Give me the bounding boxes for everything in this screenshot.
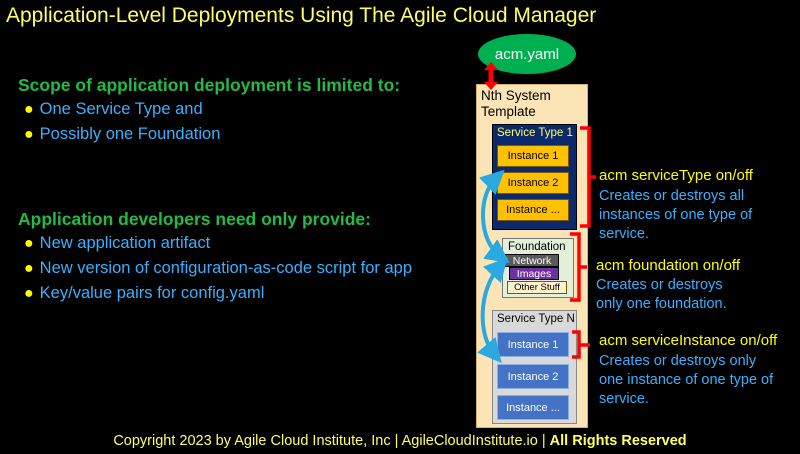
service-instance-description: Creates or destroys only one instance of…	[599, 352, 773, 409]
service-type-bracket	[580, 126, 596, 228]
service-instance-command: acm serviceInstance on/off	[599, 332, 778, 349]
service-type-n-label: Service Type N	[497, 313, 575, 325]
developer-item-text: New version of configuration-as-code scr…	[39, 259, 413, 277]
foundation-description: Creates or destroys only one foundation.	[596, 276, 727, 314]
description-line: Creates or destroys	[596, 277, 723, 293]
other-stuff-box: Other Stuff	[507, 281, 567, 294]
foundation-command: acm foundation on/off	[596, 257, 740, 274]
scope-item-text: One Service Type and	[39, 100, 203, 118]
bullet-icon: ●	[24, 260, 34, 277]
scope-heading: Scope of application deployment is limit…	[18, 75, 401, 95]
service-type-description: Creates or destroys all instances of one…	[599, 187, 752, 244]
developer-item: ● Key/value pairs for config.yaml	[24, 284, 264, 303]
scope-item-text: Possibly one Foundation	[39, 125, 221, 143]
description-line: one instance of one type of	[599, 372, 774, 388]
description-line: Creates or destroys all	[599, 188, 745, 204]
foundation-label: Foundation	[508, 241, 566, 253]
scope-item: ● Possibly one Foundation	[24, 125, 220, 144]
dependency-arrow-upper	[479, 169, 510, 264]
foundation-bracket	[570, 232, 587, 302]
service-type-n-instance-n: Instance ...	[497, 395, 569, 420]
developer-item: ● New application artifact	[24, 234, 210, 253]
dependency-arrow-lower	[477, 257, 509, 364]
developer-item-text: New application artifact	[39, 234, 211, 252]
developer-item-text: Key/value pairs for config.yaml	[39, 284, 265, 302]
service-type-1-instance-n: Instance ...	[497, 199, 569, 221]
developer-item: ● New version of configuration-as-code sc…	[24, 259, 412, 278]
images-box: Images	[509, 267, 559, 280]
description-line: service.	[599, 391, 649, 407]
developers-heading: Application developers need only provide…	[18, 209, 371, 229]
network-box: Network	[505, 254, 559, 267]
service-type-1-instance-1: Instance 1	[497, 145, 569, 167]
service-type-1-label: Service Type 1	[497, 127, 573, 139]
bullet-icon: ●	[24, 285, 34, 302]
description-line: instances of one type of	[599, 207, 753, 223]
description-line: only one foundation.	[596, 296, 727, 312]
copyright-footer: Copyright 2023 by Agile Cloud Institute,…	[0, 433, 800, 449]
service-type-n-instance-2: Instance 2	[497, 364, 569, 389]
service-type-n-instance-1: Instance 1	[497, 332, 569, 357]
bullet-icon: ●	[24, 235, 34, 252]
copyright-text: Copyright 2023 by Agile Cloud Institute,…	[113, 433, 550, 449]
rights-reserved-text: All Rights Reserved	[549, 433, 687, 449]
service-type-command: acm serviceType on/off	[599, 167, 753, 184]
service-instance-bracket	[572, 330, 590, 359]
system-template-label: Nth System Template	[481, 88, 551, 119]
description-line: Creates or destroys only	[599, 353, 757, 369]
scope-item: ● One Service Type and	[24, 100, 203, 119]
page-title: Application-Level Deployments Using The …	[6, 4, 597, 27]
bullet-icon: ●	[24, 126, 34, 143]
yaml-link-arrow	[484, 62, 498, 90]
acm-yaml-label: acm.yaml	[494, 45, 560, 63]
bullet-icon: ●	[24, 101, 34, 118]
description-line: service.	[599, 226, 649, 242]
